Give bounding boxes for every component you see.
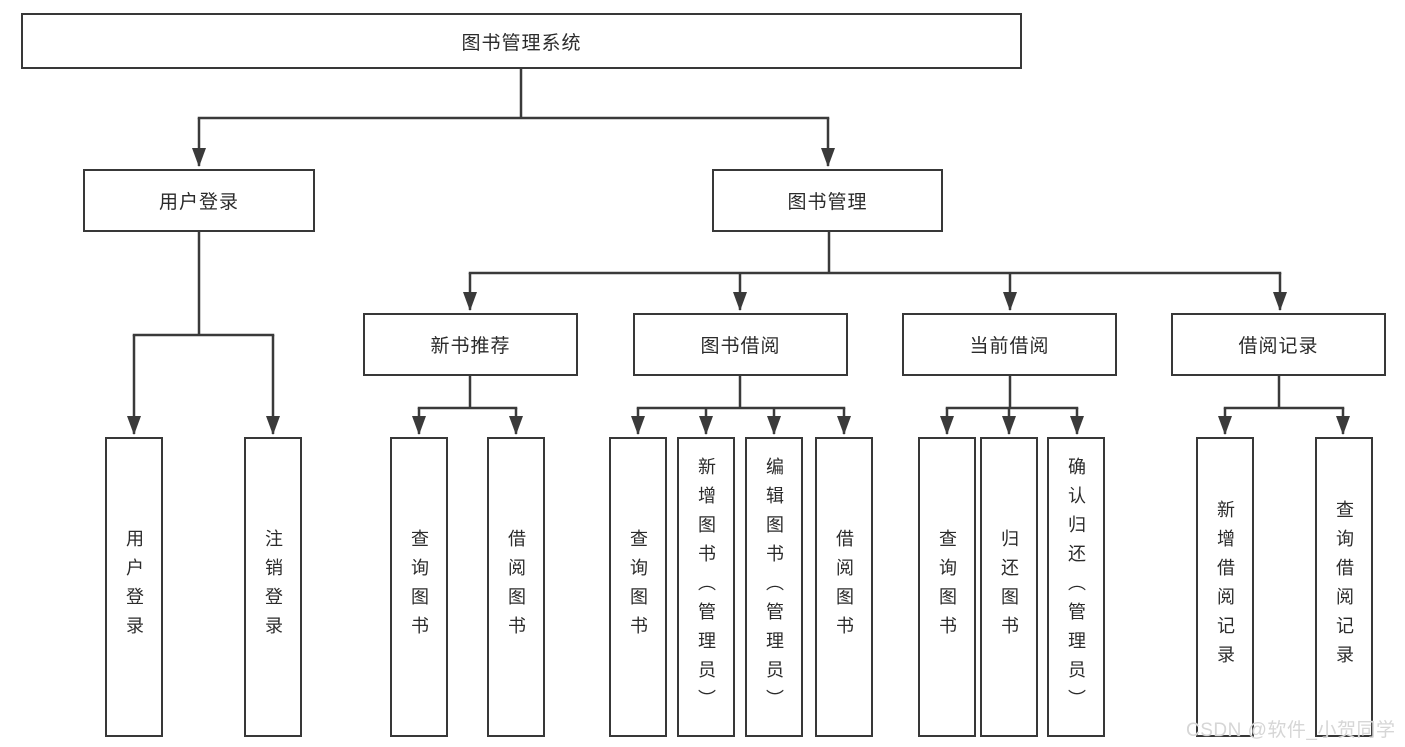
node-label: 借阅图书 — [506, 529, 526, 645]
node-label: 借阅图书 — [834, 529, 854, 645]
leaf-edit-books-admin: 编辑图书（管理员） — [745, 437, 803, 737]
node-book-management: 图书管理 — [712, 169, 943, 232]
leaf-query-books-recommend: 查询图书 — [390, 437, 448, 737]
node-label: 查询图书 — [409, 529, 429, 645]
leaf-query-books-borrow: 查询图书 — [609, 437, 667, 737]
node-label: 查询图书 — [937, 529, 957, 645]
node-label: 借阅记录 — [1238, 336, 1319, 357]
node-label: 图书管理 — [787, 192, 868, 213]
leaf-borrow-books-recommend: 借阅图书 — [487, 437, 545, 737]
node-label: 查询借阅记录 — [1334, 500, 1354, 674]
node-new-book-recommend: 新书推荐 — [363, 313, 578, 376]
node-label: 新增图书（管理员） — [696, 456, 716, 718]
node-label: 图书借阅 — [700, 336, 781, 357]
leaf-query-books-current: 查询图书 — [918, 437, 976, 737]
node-user-login: 用户登录 — [83, 169, 315, 232]
leaf-user-login: 用户登录 — [105, 437, 163, 737]
node-label: 新增借阅记录 — [1215, 500, 1235, 674]
node-label: 注销登录 — [263, 529, 283, 645]
node-label: 图书管理系统 — [461, 32, 582, 54]
node-library-management-system: 图书管理系统 — [21, 13, 1022, 69]
node-label: 当前借阅 — [969, 336, 1050, 357]
node-label: 确认归还（管理员） — [1066, 456, 1086, 718]
leaf-query-borrow-record: 查询借阅记录 — [1315, 437, 1373, 737]
node-book-borrow: 图书借阅 — [633, 313, 848, 376]
node-label: 编辑图书（管理员） — [764, 456, 784, 718]
leaf-return-books: 归还图书 — [980, 437, 1038, 737]
leaf-add-books-admin: 新增图书（管理员） — [677, 437, 735, 737]
node-label: 归还图书 — [999, 529, 1019, 645]
node-label: 用户登录 — [124, 529, 144, 645]
leaf-add-borrow-record: 新增借阅记录 — [1196, 437, 1254, 737]
node-label: 查询图书 — [628, 529, 648, 645]
leaf-confirm-return-admin: 确认归还（管理员） — [1047, 437, 1105, 737]
leaf-logout: 注销登录 — [244, 437, 302, 737]
node-current-borrow: 当前借阅 — [902, 313, 1117, 376]
csdn-watermark: CSDN @软件_小贺同学 — [1186, 720, 1396, 741]
leaf-borrow-books: 借阅图书 — [815, 437, 873, 737]
node-label: 新书推荐 — [430, 336, 511, 357]
node-label: 用户登录 — [158, 192, 239, 213]
node-borrow-records: 借阅记录 — [1171, 313, 1386, 376]
